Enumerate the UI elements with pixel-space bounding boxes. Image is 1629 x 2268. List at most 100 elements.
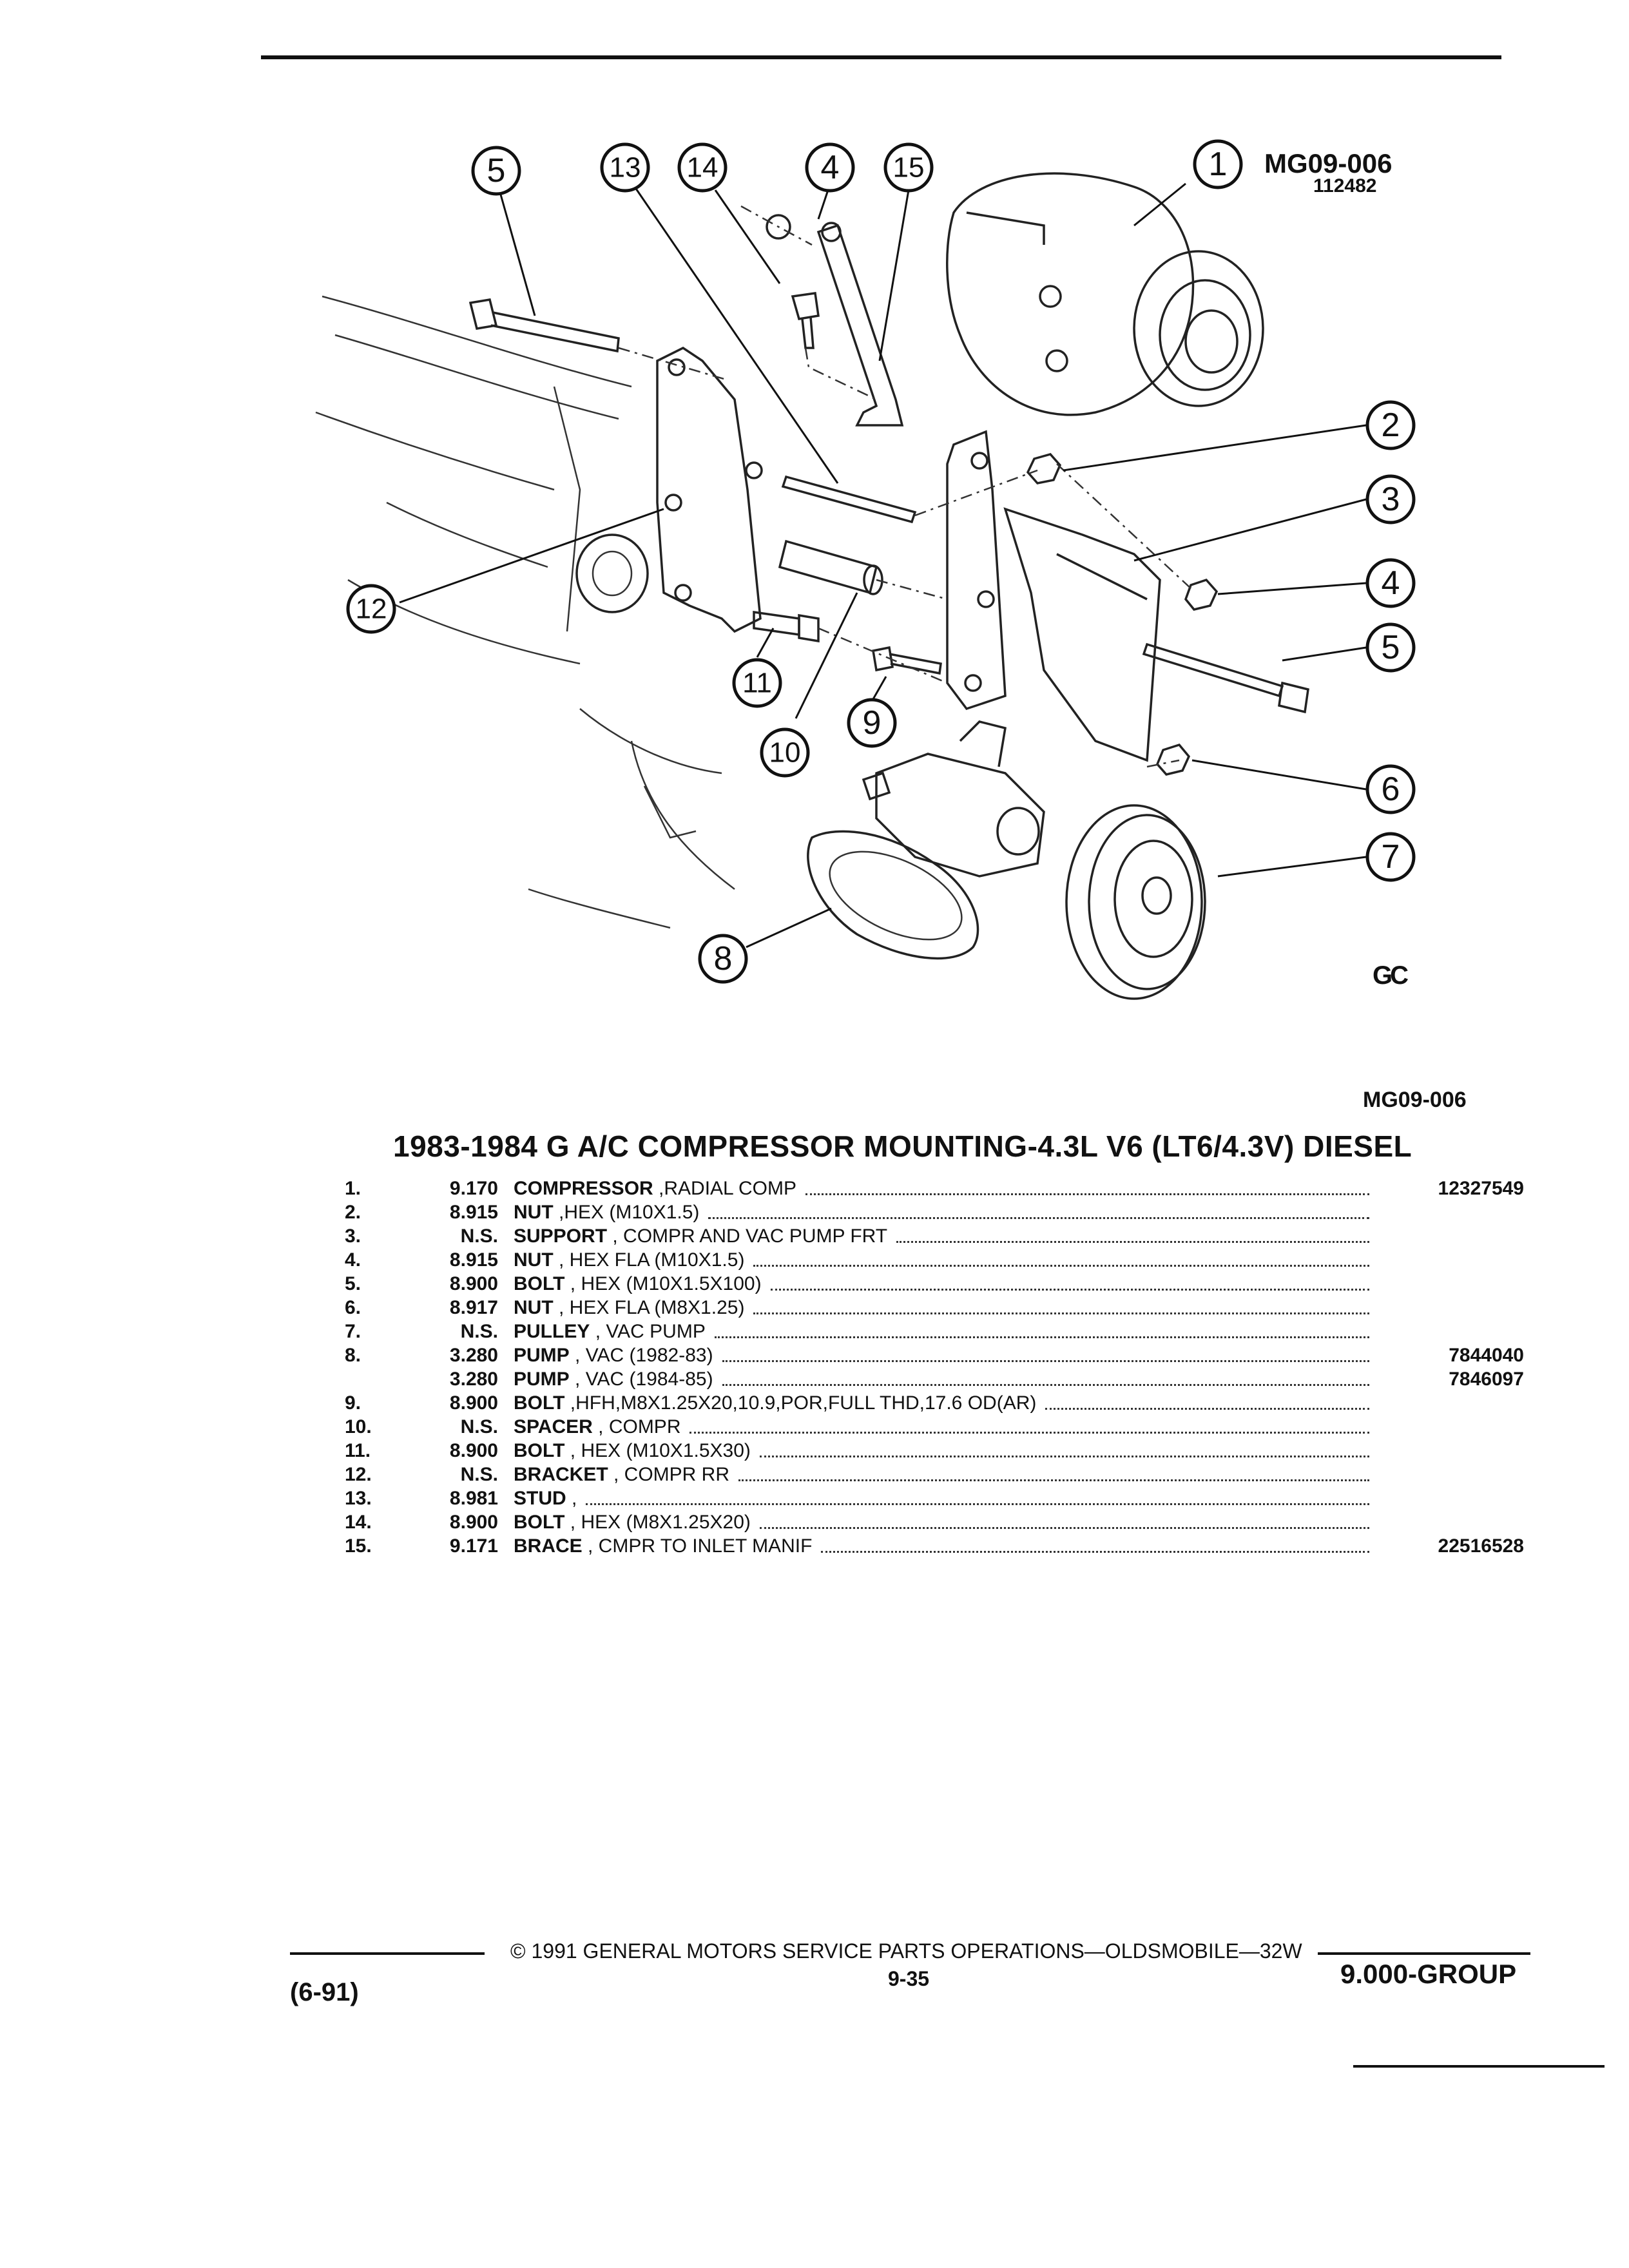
dot-leader xyxy=(771,1273,1369,1291)
dot-leader xyxy=(821,1535,1369,1553)
bolt-part-11 xyxy=(753,610,820,643)
bolt-part-5-lower xyxy=(1142,642,1309,714)
part-name: STUD xyxy=(514,1488,566,1509)
part-name: SUPPORT xyxy=(514,1225,608,1247)
vacuum-pump-part-8 xyxy=(807,720,1045,960)
svg-text:1: 1 xyxy=(1209,146,1228,183)
item-index: 3. xyxy=(345,1225,361,1247)
item-index: 14. xyxy=(345,1512,372,1533)
svg-text:11: 11 xyxy=(742,668,772,699)
footer-copyright: © 1991 GENERAL MOTORS SERVICE PARTS OPER… xyxy=(510,1939,1302,1963)
item-index: 11. xyxy=(345,1440,371,1461)
part-detail: ,RADIAL COMP xyxy=(653,1178,796,1199)
part-description: PUMP , VAC (1982-83) xyxy=(514,1345,713,1367)
svg-text:5: 5 xyxy=(1382,629,1400,666)
item-index: 13. xyxy=(345,1488,372,1509)
dot-leader xyxy=(689,1416,1369,1434)
group-number: 8.900 xyxy=(449,1440,498,1461)
part-number: 7846097 xyxy=(1449,1369,1524,1390)
part-name: BOLT xyxy=(514,1512,565,1533)
exploded-parts-diagram: 1 2 3 4 5 6 7 8 9 10 11 12 13 14 4 15 5 xyxy=(315,139,1416,1000)
part-detail: , HEX (M10X1.5X100) xyxy=(564,1273,762,1294)
part-description: NUT , HEX FLA (M8X1.25) xyxy=(514,1297,744,1319)
dot-leader xyxy=(753,1297,1369,1314)
dot-leader xyxy=(760,1512,1369,1529)
publisher-logo: GC xyxy=(1373,961,1409,990)
part-detail: ,HEX (M10X1.5) xyxy=(553,1202,700,1223)
callout-9: 9 xyxy=(847,698,897,748)
callout-5-lower: 5 xyxy=(1365,622,1416,673)
item-index: 4. xyxy=(345,1249,361,1271)
group-number: N.S. xyxy=(460,1225,498,1247)
group-number: N.S. xyxy=(460,1321,498,1342)
spacer-part-10 xyxy=(778,539,883,595)
group-number: 9.171 xyxy=(449,1535,498,1557)
svg-text:2: 2 xyxy=(1382,407,1400,444)
part-description: PULLEY , VAC PUMP xyxy=(514,1321,706,1343)
part-description: PUMP , VAC (1984-85) xyxy=(514,1369,713,1390)
part-detail: , VAC (1982-83) xyxy=(569,1345,713,1366)
group-label: 9.000-GROUP xyxy=(1340,1959,1517,1989)
page-number: 9-35 xyxy=(888,1967,930,1990)
group-number: 8.981 xyxy=(449,1488,498,1509)
dot-leader xyxy=(753,1249,1369,1267)
part-name: SPACER xyxy=(514,1416,593,1437)
part-description: SPACER , COMPR xyxy=(514,1416,680,1438)
part-name: BOLT xyxy=(514,1392,565,1414)
dot-leader xyxy=(760,1440,1369,1457)
revision-date: (6-91) xyxy=(290,1978,359,2006)
parts-row: 9. 8.900 BOLT ,HFH,M8X1.25X20,10.9,POR,FUL… xyxy=(345,1392,1524,1416)
top-rule xyxy=(261,55,1501,59)
dot-leader xyxy=(805,1178,1369,1195)
part-detail: , HEX (M8X1.25X20) xyxy=(564,1512,751,1533)
group-number: N.S. xyxy=(460,1464,498,1485)
part-number: 12327549 xyxy=(1438,1178,1524,1199)
item-index: 7. xyxy=(345,1321,361,1342)
dot-leader xyxy=(722,1345,1369,1362)
part-name: BRACKET xyxy=(514,1464,608,1485)
callout-8: 8 xyxy=(698,934,748,984)
parts-row: 7. N.S. PULLEY , VAC PUMP xyxy=(345,1321,1524,1345)
callout-14: 14 xyxy=(677,142,728,193)
group-number: 9.170 xyxy=(449,1178,498,1199)
part-description: BRACE , CMPR TO INLET MANIF xyxy=(514,1535,812,1557)
part-detail: , HEX FLA (M8X1.25) xyxy=(553,1297,745,1318)
nut-part-4-lower xyxy=(1184,578,1219,611)
callout-2: 2 xyxy=(1365,400,1416,450)
part-detail: , HEX (M10X1.5X30) xyxy=(564,1440,751,1461)
part-description: BOLT , HEX (M10X1.5X100) xyxy=(514,1273,762,1295)
part-name: NUT xyxy=(514,1297,554,1318)
part-detail: , COMPR xyxy=(592,1416,681,1437)
part-name: BRACE xyxy=(514,1535,583,1557)
part-detail: , VAC PUMP xyxy=(590,1321,706,1342)
svg-text:12: 12 xyxy=(356,593,387,625)
dot-leader xyxy=(722,1369,1369,1386)
part-detail: ,HFH,M8X1.25X20,10.9,POR,FULL THD,17.6 O… xyxy=(564,1392,1037,1414)
item-index: 12. xyxy=(345,1464,372,1485)
part-description: SUPPORT , COMPR AND VAC PUMP FRT xyxy=(514,1225,887,1247)
group-number: 8.900 xyxy=(449,1392,498,1414)
nut-part-6 xyxy=(1155,743,1191,776)
svg-text:14: 14 xyxy=(687,152,718,184)
figure-id: MG09-006 xyxy=(1264,148,1393,178)
group-number: 8.917 xyxy=(449,1297,498,1318)
svg-text:6: 6 xyxy=(1382,771,1400,808)
callout-3: 3 xyxy=(1365,474,1416,524)
group-number: 8.915 xyxy=(449,1249,498,1271)
part-detail: , CMPR TO INLET MANIF xyxy=(582,1535,813,1557)
group-number: 8.915 xyxy=(449,1202,498,1223)
figure-number: 112482 xyxy=(1313,175,1377,197)
item-index: 9. xyxy=(345,1392,361,1414)
callout-11: 11 xyxy=(732,658,782,708)
part-number: 7844040 xyxy=(1449,1345,1524,1366)
part-name: BOLT xyxy=(514,1440,565,1461)
svg-text:13: 13 xyxy=(610,152,641,184)
part-description: BOLT , HEX (M8X1.25X20) xyxy=(514,1512,751,1533)
